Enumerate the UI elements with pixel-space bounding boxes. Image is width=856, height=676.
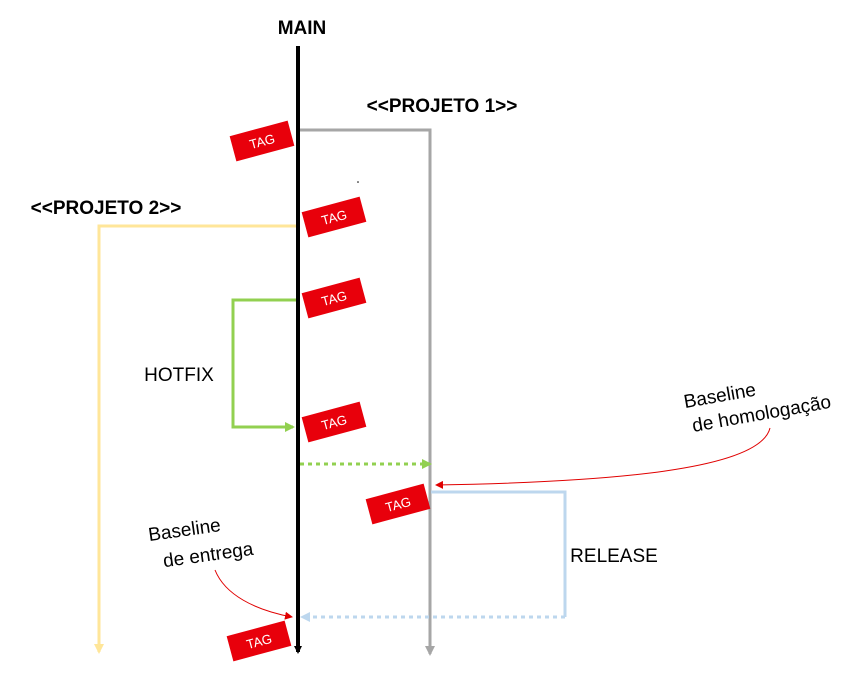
main-label: MAIN	[278, 18, 327, 39]
svg-text:TAG: TAG	[245, 631, 274, 652]
hotfix-label: HOTFIX	[144, 365, 214, 386]
svg-text:TAG: TAG	[320, 412, 349, 433]
project2-label: <<PROJETO 2>>	[31, 198, 182, 219]
release-label: RELEASE	[570, 546, 658, 567]
tag-badge: TAG	[229, 120, 295, 162]
baseline-entrega-arrow	[214, 569, 293, 620]
baseline-entrega-label: Baseline de entrega	[147, 515, 255, 573]
svg-text:TAG: TAG	[320, 288, 349, 309]
svg-text:TAG: TAG	[248, 131, 277, 152]
svg-text:de entrega: de entrega	[162, 539, 255, 573]
project1-label: <<PROJETO 1>>	[367, 96, 518, 117]
baseline-homologacao-arrow	[435, 427, 771, 489]
project2-branch-line	[94, 224, 298, 654]
tag-badge: TAG	[301, 277, 367, 319]
release-branch-line	[431, 490, 567, 617]
project1-branch-line	[298, 128, 435, 656]
svg-text:TAG: TAG	[320, 207, 349, 228]
baseline-homologacao-label: Baseline de homologação	[682, 380, 832, 437]
tag-badge: TAG	[226, 620, 292, 662]
hotfix-branch-line	[231, 298, 298, 432]
svg-text:Baseline: Baseline	[147, 515, 222, 546]
tag-badge: TAG	[301, 401, 367, 443]
stray-dot	[357, 181, 359, 183]
svg-text:TAG: TAG	[384, 494, 413, 515]
tag-badge: TAG	[301, 196, 367, 238]
tag-badge: TAG	[365, 483, 431, 525]
